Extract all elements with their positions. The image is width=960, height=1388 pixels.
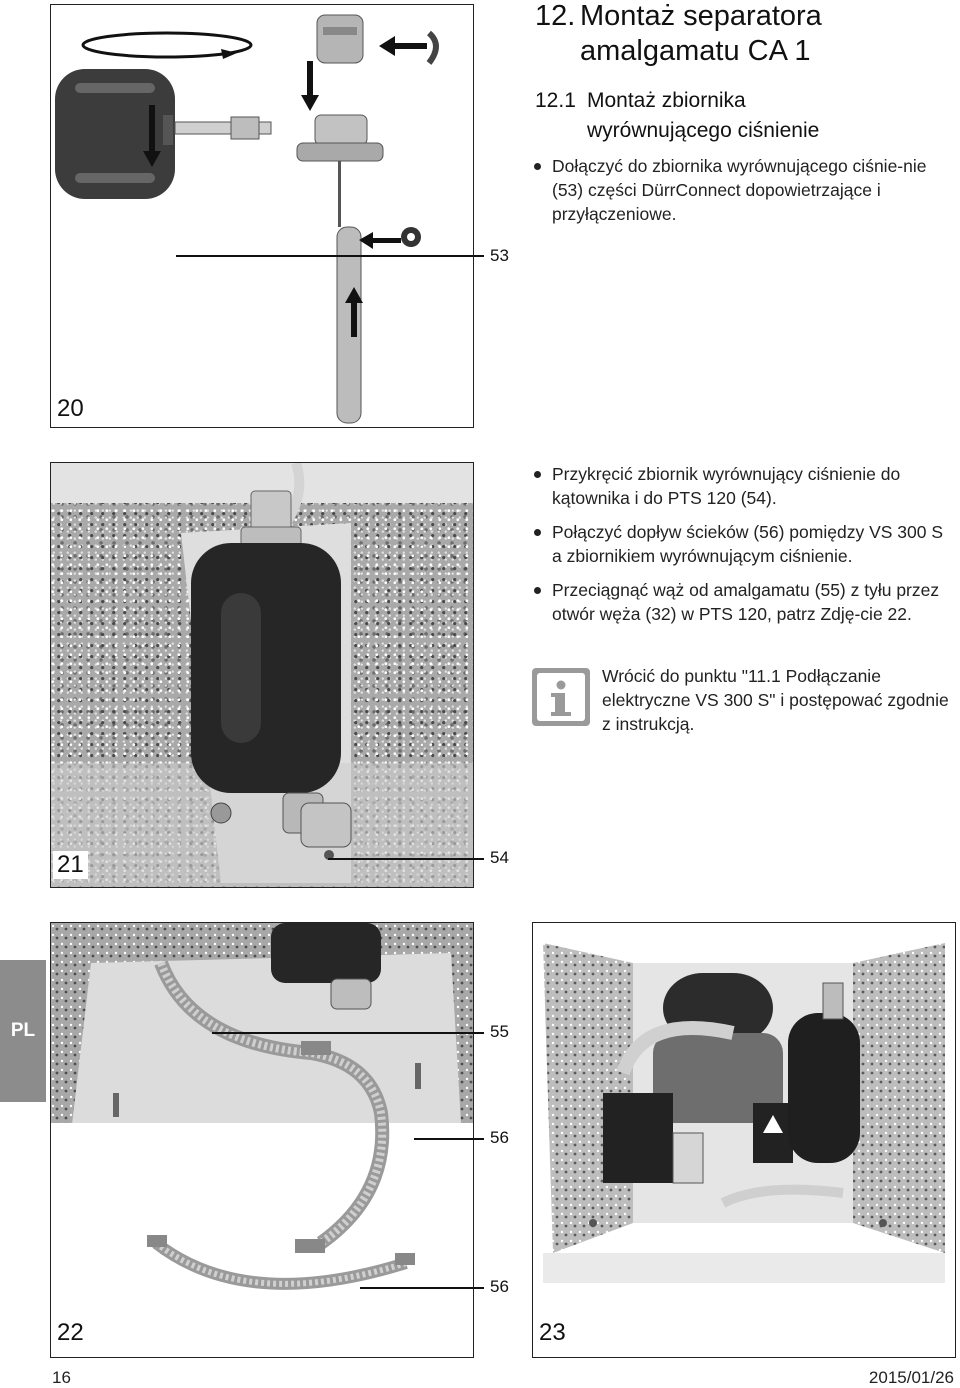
figure-22: 22 — [50, 922, 474, 1358]
callout-55-line — [212, 1032, 484, 1034]
page-number: 16 — [52, 1368, 71, 1387]
section-title-line1: Montaż separatora — [580, 0, 822, 32]
figure-20: 20 — [50, 4, 474, 428]
figure-21: 21 — [50, 462, 474, 888]
subsection-number: 12.1 — [535, 89, 576, 112]
figure-20-number: 20 — [53, 395, 88, 423]
figure-21-illustration — [51, 463, 473, 887]
callout-54-line — [328, 858, 484, 860]
callout-54: 54 — [490, 848, 509, 867]
step2-bullet-1: Przykręcić zbiornik wyrównujący ciśnieni… — [530, 462, 952, 510]
step2-list: Przykręcić zbiornik wyrównujący ciśnieni… — [530, 462, 952, 636]
figure-23-number: 23 — [535, 1319, 570, 1347]
callout-55: 55 — [490, 1022, 509, 1041]
callout-56-a: 56 — [490, 1128, 509, 1147]
section-title-line2: amalgamatu CA 1 — [580, 35, 811, 67]
subsection-title-line1: Montaż zbiornika — [587, 89, 746, 112]
callout-56-line-a — [414, 1138, 484, 1140]
step1-list: Dołączyć do zbiornika wyrównującego ciśn… — [530, 154, 952, 236]
section-number: 12. — [535, 0, 576, 32]
figure-23: 23 — [532, 922, 956, 1358]
step2-bullet-3: Przeciągnąć wąż od amalgamatu (55) z tył… — [530, 578, 952, 626]
callout-53: 53 — [490, 246, 509, 265]
figure-23-illustration — [533, 923, 955, 1357]
callout-56-line-b — [360, 1287, 484, 1289]
figure-22-number: 22 — [53, 1319, 88, 1347]
figure-21-number: 21 — [53, 851, 88, 879]
figure-22-illustration — [51, 923, 473, 1357]
subsection-title-line2: wyrównującego ciśnienie — [587, 119, 820, 142]
info-note-text: Wrócić do punktu "11.1 Podłączanie elekt… — [602, 666, 949, 734]
language-tab: PL — [0, 960, 46, 1102]
callout-56-b: 56 — [490, 1277, 509, 1296]
callout-53-line — [176, 255, 484, 257]
info-icon — [532, 668, 590, 726]
footer-date: 2015/01/26 — [868, 1368, 954, 1387]
step1-bullet: Dołączyć do zbiornika wyrównującego ciśn… — [530, 154, 952, 226]
figure-20-illustration — [55, 14, 439, 424]
step2-bullet-2: Połączyć dopływ ścieków (56) pomiędzy VS… — [530, 520, 952, 568]
